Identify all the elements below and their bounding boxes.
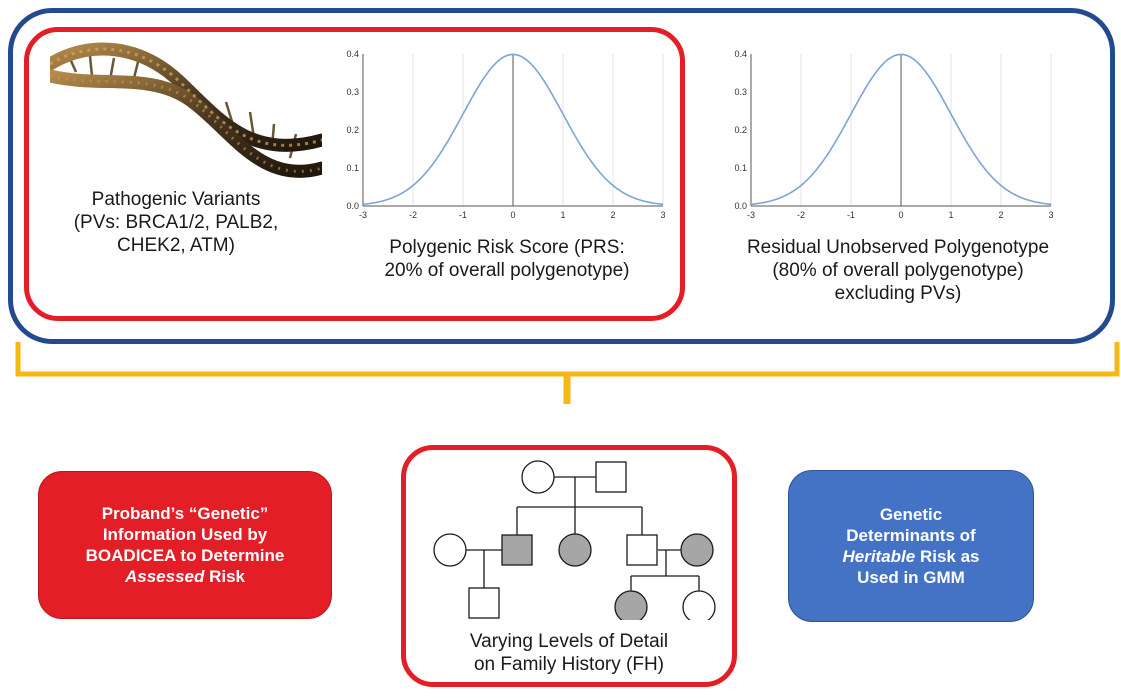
x-tick-label: -2 [797, 210, 805, 220]
heritable-risk-container [8, 8, 1115, 344]
y-tick-label: 0.0 [346, 201, 359, 211]
proband-node [614, 590, 648, 620]
x-tick-label: 0 [898, 210, 903, 220]
x-tick-label: 2 [610, 210, 615, 220]
y-tick-label: 0.3 [734, 87, 747, 97]
pv-caption: Pathogenic Variants (PVs: BRCA1/2, PALB2… [73, 189, 279, 256]
assessed-label-text: Proband’s “Genetic” Information Used by … [85, 504, 285, 565]
x-tick-label: -1 [459, 210, 467, 220]
prs-distribution-chart: 0.0 0.1 0.2 0.3 0.4 -3 -2 -1 0 1 2 3 [333, 44, 673, 229]
y-tick-label: 0.2 [346, 125, 359, 135]
aunt-in-law-node [433, 533, 467, 567]
x-tick-label: 0 [510, 210, 515, 220]
assessed-word: Assessed [124, 567, 205, 586]
x-tick-label: 3 [660, 210, 665, 220]
assessed-label-tail: Risk [204, 567, 245, 586]
assessed-risk-label: Proband’s “Genetic” Information Used by … [38, 471, 332, 619]
y-tick-label: 0.4 [734, 49, 747, 59]
affected-uncle-node [501, 534, 533, 566]
x-tick-label: -2 [409, 210, 417, 220]
affected-mother-node [680, 533, 714, 567]
x-tick-label: 2 [998, 210, 1003, 220]
father-node [626, 534, 658, 566]
y-tick-label: 0.1 [346, 163, 359, 173]
y-tick-label: 0.3 [346, 87, 359, 97]
prs-caption: Polygenic Risk Score (PRS: 20% of overal… [384, 237, 630, 281]
y-tick-label: 0.0 [734, 201, 747, 211]
grandmother-node [521, 460, 555, 494]
pedigree-diagram [433, 460, 716, 620]
affected-aunt-node [558, 533, 592, 567]
family-history-box: Varying Levels of Detail on Family Histo… [401, 445, 737, 687]
prs-chart-svg: 0.0 0.1 0.2 0.3 0.4 -3 -2 -1 0 1 2 3 [346, 49, 665, 220]
y-tick-label: 0.1 [734, 163, 747, 173]
heritable-label-text: Genetic Determinants of [846, 505, 976, 545]
cousin-node [468, 587, 500, 619]
residual-chart-svg: 0.0 0.1 0.2 0.3 0.4 -3 -2 -1 0 1 2 3 [734, 49, 1053, 220]
x-tick-label: -1 [847, 210, 855, 220]
assessed-risk-container [24, 27, 685, 321]
y-tick-label: 0.2 [734, 125, 747, 135]
density-curve [750, 53, 1052, 206]
residual-caption: Residual Unobserved Polygenotype (80% of… [746, 237, 1050, 304]
density-curve [362, 53, 664, 206]
heritable-risk-label: Genetic Determinants of Heritable Risk a… [788, 470, 1034, 622]
sister-node [682, 590, 716, 620]
x-tick-label: -3 [747, 210, 755, 220]
yellow-brace [15, 342, 1120, 404]
y-tick-label: 0.4 [346, 49, 359, 59]
residual-distribution-chart: 0.0 0.1 0.2 0.3 0.4 -3 -2 -1 0 1 2 3 [721, 44, 1061, 229]
x-tick-label: 1 [948, 210, 953, 220]
dna-helix-image [43, 36, 329, 188]
x-tick-label: -3 [359, 210, 367, 220]
x-tick-label: 3 [1048, 210, 1053, 220]
grandfather-node [595, 461, 627, 493]
heritable-label-tail: Risk as Used in GMM [857, 547, 980, 587]
fh-caption: Varying Levels of Detail on Family Histo… [469, 631, 669, 675]
heritable-word: Heritable [842, 547, 916, 566]
x-tick-label: 1 [560, 210, 565, 220]
